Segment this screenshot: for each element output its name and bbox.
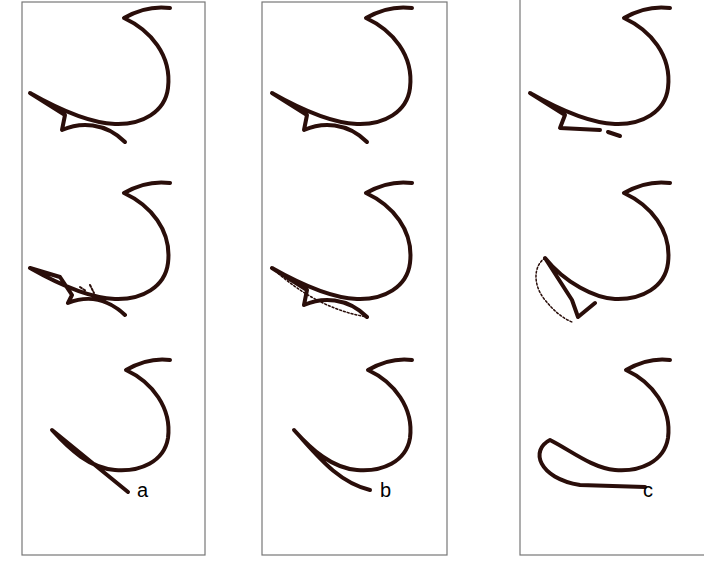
outline-shape	[536, 182, 670, 322]
panel-frame	[262, 2, 447, 555]
outline-shape	[540, 359, 670, 487]
outline-shape	[294, 359, 412, 490]
outline-shape	[272, 7, 412, 142]
outline-shape	[52, 359, 170, 492]
outline-shape	[30, 7, 170, 142]
panel-letter: a	[137, 480, 148, 500]
panel-frame	[22, 2, 205, 555]
panel-frames	[22, 0, 704, 555]
outline-shape	[530, 7, 670, 136]
panel-letter: c	[643, 480, 653, 500]
outline-shape	[272, 182, 412, 317]
outline-shape	[30, 182, 170, 315]
panel-frame	[520, 0, 704, 555]
panel-letter: b	[380, 480, 391, 500]
